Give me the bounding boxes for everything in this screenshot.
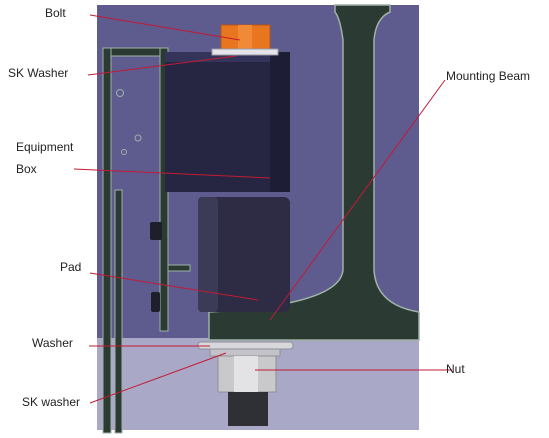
label-pad: Pad (60, 260, 82, 274)
leader-mounting-beam (269, 79, 446, 321)
leader-sk-washer-bottom (89, 352, 227, 404)
label-nut: Nut (446, 362, 465, 376)
label-sk-washer-bottom: SK washer (22, 395, 81, 409)
pad (198, 197, 290, 312)
bolt-shank (228, 392, 268, 426)
leader-bolt (89, 14, 241, 41)
label-equipment-box-line2: Box (16, 162, 37, 176)
washer (197, 341, 294, 350)
leader-sk-washer-top (87, 55, 237, 76)
leader-lines (73, 14, 452, 404)
leader-equipment-box (73, 168, 271, 179)
nut (217, 355, 277, 393)
bolt-head-flat (238, 25, 252, 50)
label-bolt: Bolt (45, 6, 66, 20)
label-equipment-box-line1: Equipment (16, 140, 74, 154)
sk-washer-top (211, 48, 279, 56)
label-mounting-beam: Mounting Beam (446, 69, 531, 83)
label-sk-washer-top: SK Washer (8, 66, 69, 80)
label-washer: Washer (32, 336, 73, 350)
leader-pad (89, 272, 259, 301)
equipment-box (165, 52, 290, 192)
